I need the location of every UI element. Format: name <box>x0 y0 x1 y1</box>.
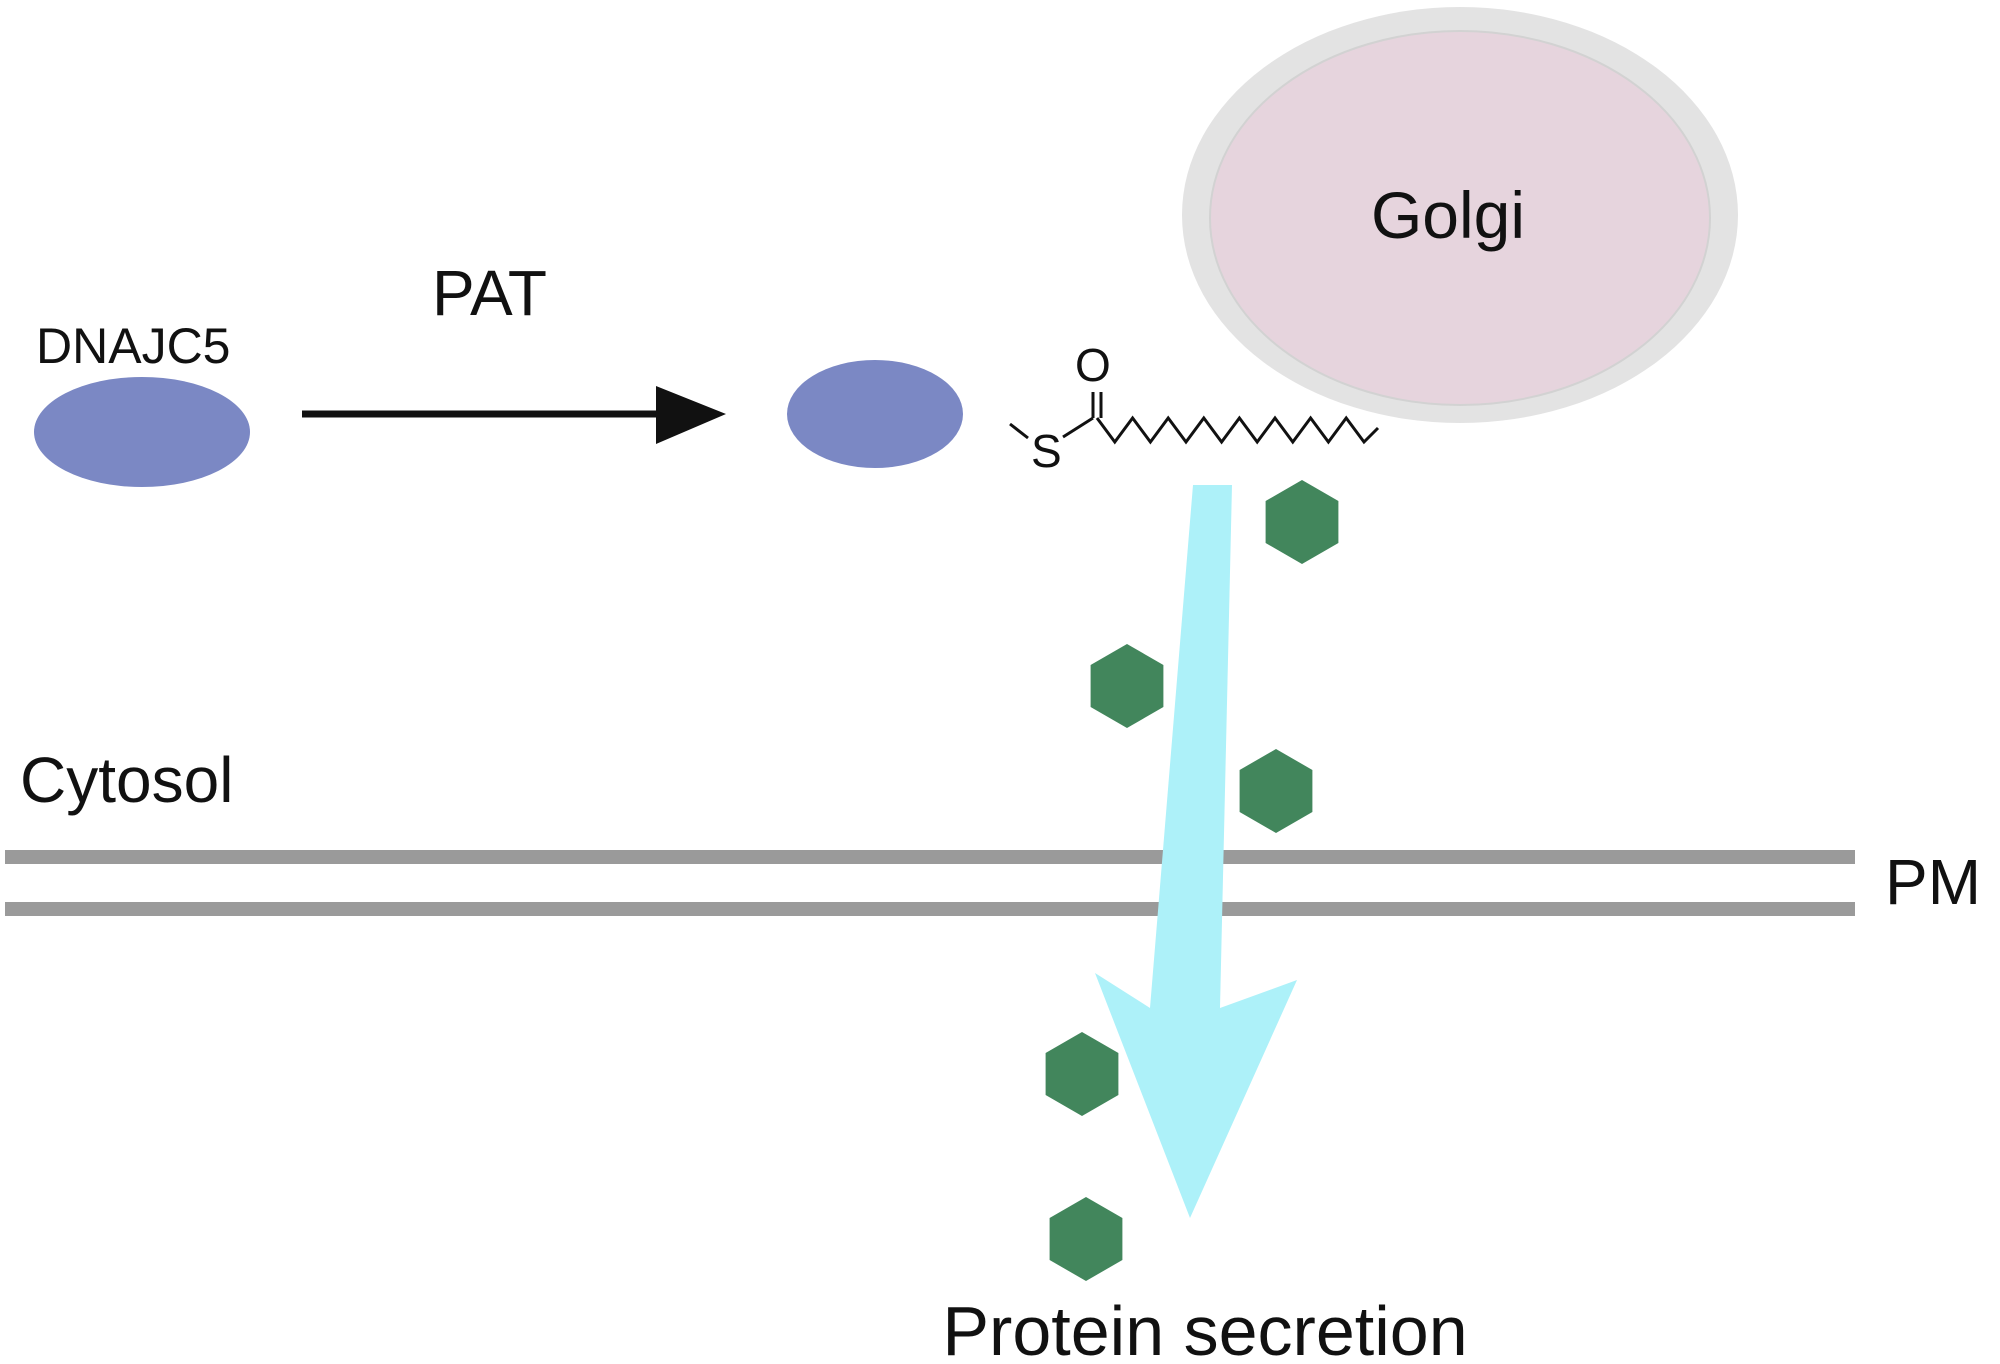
golgi: Golgi <box>1182 7 1738 423</box>
sulfur-carbon-bond <box>1062 416 1094 439</box>
cytosol-label: Cytosol <box>20 744 233 816</box>
dnajc5-label: DNAJC5 <box>36 318 230 374</box>
thioester-palmitoyl-group: S O <box>1009 339 1380 477</box>
protein-secretion-label: Protein secretion <box>942 1292 1467 1364</box>
reaction-arrow-head <box>656 386 726 444</box>
dnajc5-protein <box>34 377 250 487</box>
cargo-protein-hexagon <box>1045 1032 1119 1116</box>
cargo-protein-hexagon <box>1049 1197 1123 1281</box>
sulfur-atom-label: S <box>1031 425 1062 477</box>
oxygen-atom-label: O <box>1075 339 1111 391</box>
protein-sulfur-bond <box>1009 422 1029 440</box>
golgi-lumen <box>1209 30 1711 406</box>
golgi-label: Golgi <box>1371 178 1525 252</box>
cargo-protein-hexagon <box>1090 644 1164 728</box>
palmitoylated-dnajc5-protein <box>787 360 963 468</box>
pat-label: PAT <box>432 257 547 329</box>
secreted-cargo-group <box>1045 480 1339 1281</box>
cargo-protein-hexagon <box>1265 480 1339 564</box>
pm-label: PM <box>1885 846 1981 918</box>
plasma-membrane <box>5 850 1855 916</box>
palmitoyl-chain <box>1095 415 1380 445</box>
cargo-protein-hexagon <box>1239 749 1313 833</box>
membrane-outer-leaflet <box>5 850 1855 864</box>
reaction-arrow <box>302 386 726 444</box>
secretion-flow-arrow <box>1095 485 1297 1218</box>
membrane-inner-leaflet <box>5 902 1855 916</box>
